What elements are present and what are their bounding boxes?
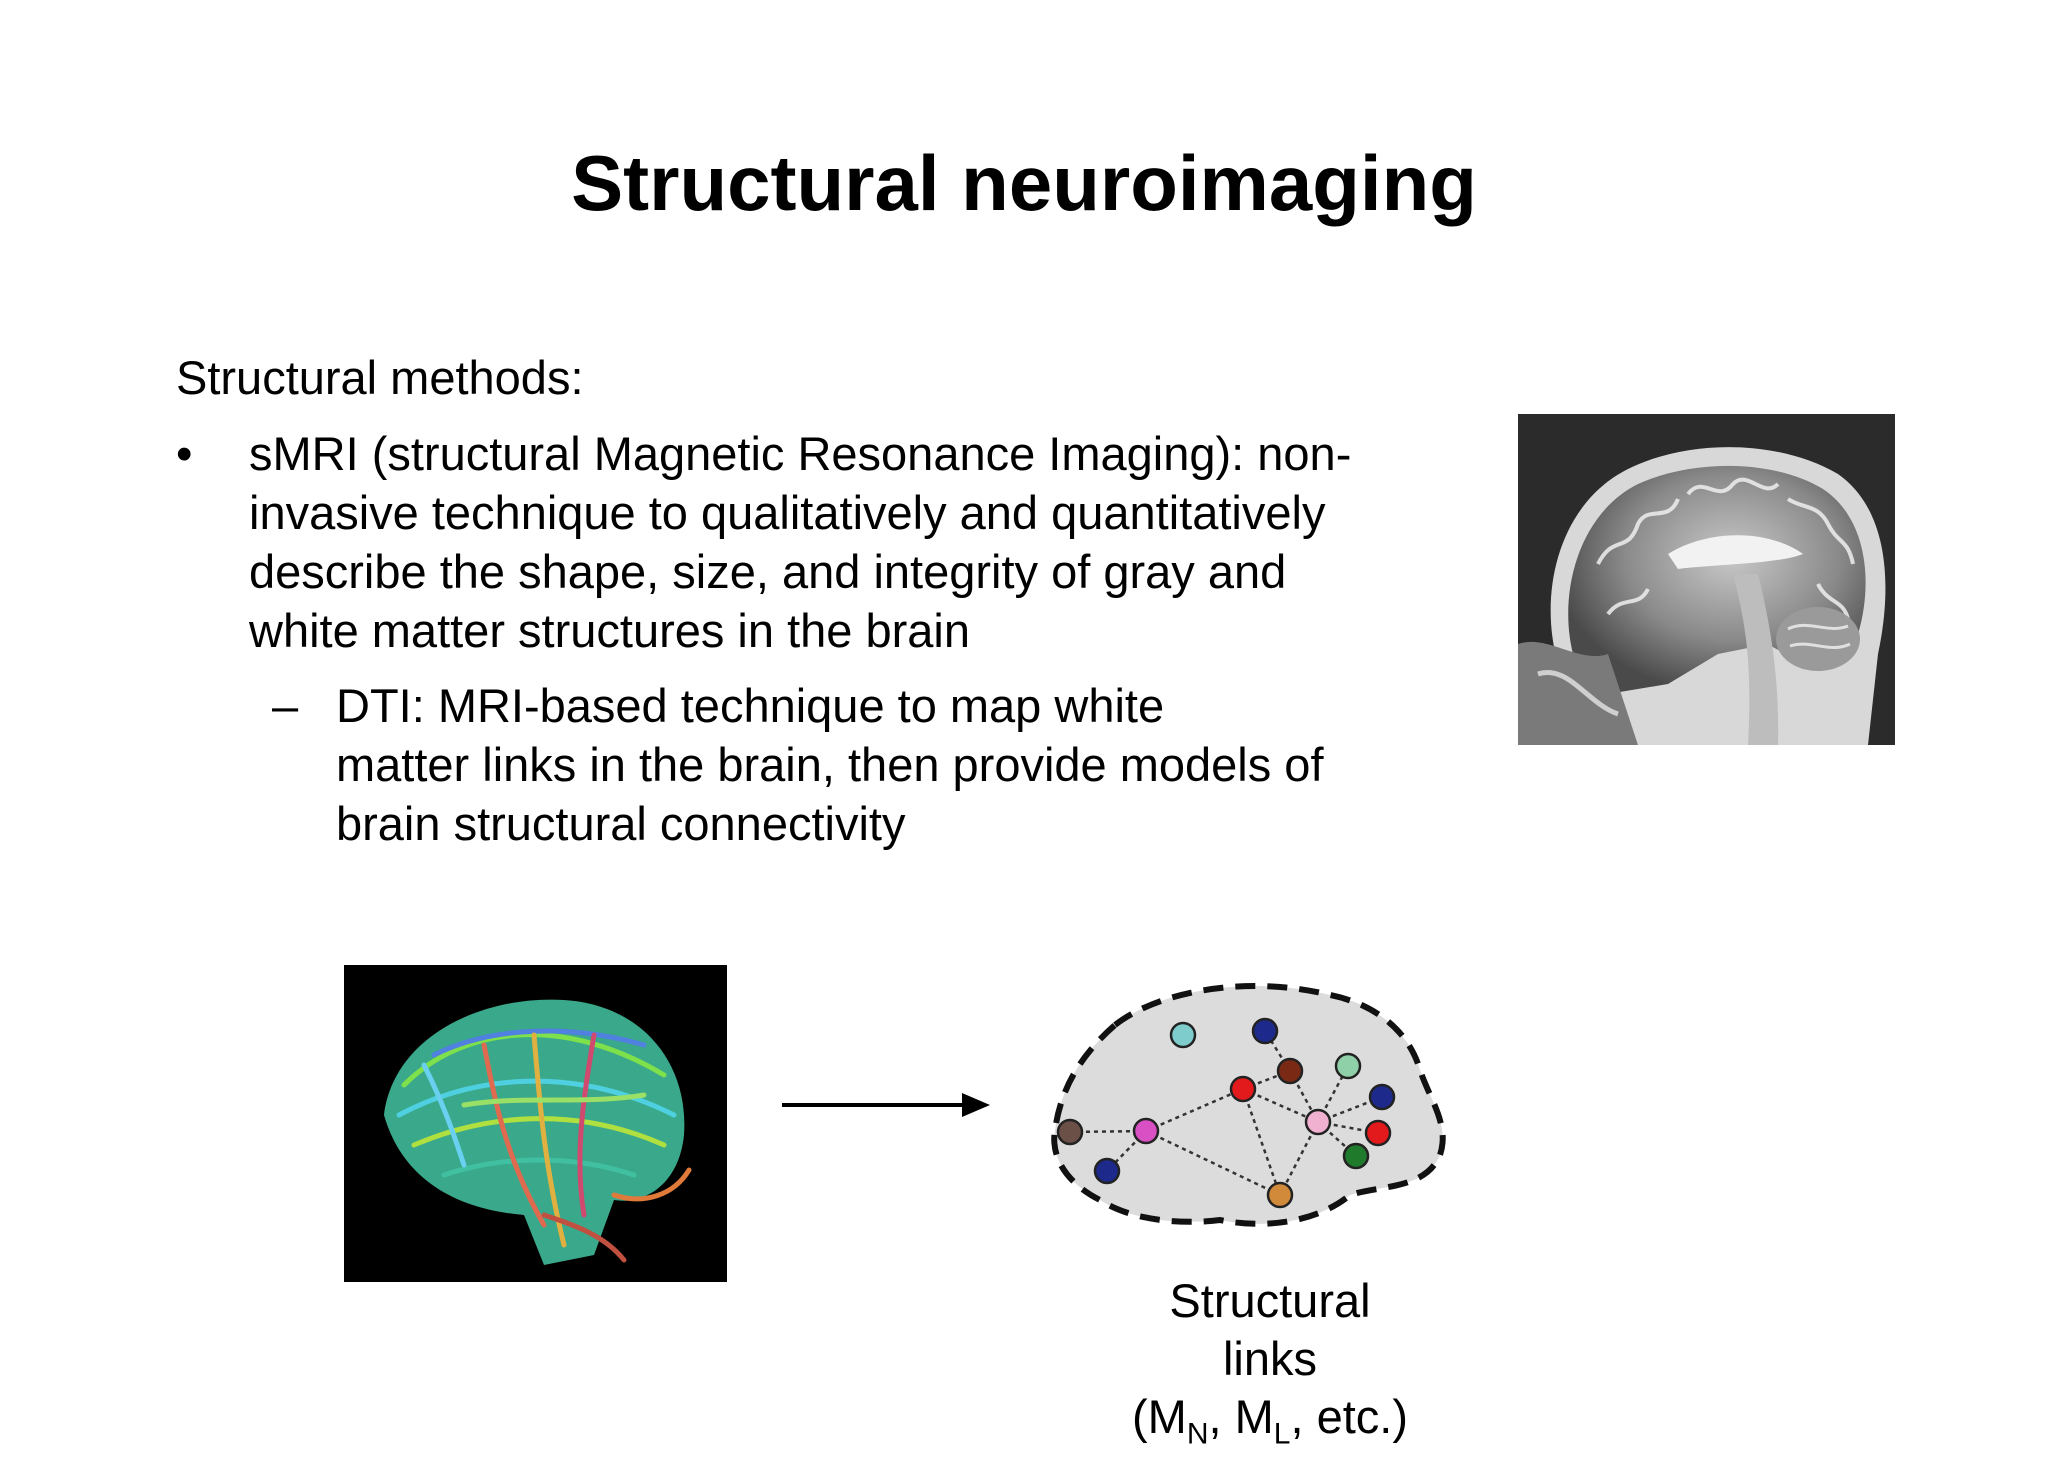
- caption-close: , etc.): [1290, 1390, 1408, 1443]
- bullet-marker: •: [176, 427, 193, 480]
- network-node: [1364, 1119, 1392, 1147]
- caption-open: (M: [1132, 1390, 1187, 1443]
- network-node: [1276, 1057, 1304, 1085]
- sub-bullet-line: brain structural connectivity: [336, 797, 906, 850]
- network-node: [1251, 1017, 1279, 1045]
- sub-bullet-line: matter links in the brain, then provide …: [336, 738, 1324, 791]
- network-node: [1266, 1181, 1294, 1209]
- caption-sub-l: L: [1273, 1417, 1291, 1451]
- structural-network-diagram: [1051, 983, 1446, 1227]
- caption-line-1: Structural: [1169, 1274, 1371, 1327]
- network-node: [1056, 1118, 1084, 1146]
- caption-line-3: (MN, ML, etc.): [1070, 1388, 1470, 1463]
- bullet-line: invasive technique to qualitatively and …: [249, 486, 1326, 539]
- network-node: [1368, 1083, 1396, 1111]
- arrow-icon: [782, 1093, 990, 1117]
- network-node: [1132, 1117, 1160, 1145]
- bullet-line: describe the shape, size, and integrity …: [249, 545, 1287, 598]
- intro-text: Structural methods:: [176, 351, 584, 404]
- bullet-line: white matter structures in the brain: [249, 604, 970, 657]
- network-node: [1342, 1142, 1370, 1170]
- sub-bullet-text: DTI: MRI-based technique to map white ma…: [336, 676, 1446, 853]
- sagittal-mri-image: [1518, 414, 1895, 745]
- caption-comma: , M: [1208, 1390, 1274, 1443]
- network-node: [1304, 1108, 1332, 1136]
- caption-sub-n: N: [1186, 1417, 1209, 1451]
- bullet-line: sMRI (structural Magnetic Resonance Imag…: [249, 427, 1352, 480]
- slide-title: Structural neuroimaging: [571, 139, 1477, 227]
- sub-bullet-marker: –: [272, 679, 299, 732]
- sub-bullet-line: DTI: MRI-based technique to map white: [336, 679, 1165, 732]
- network-node: [1093, 1157, 1121, 1185]
- bullet-text: sMRI (structural Magnetic Resonance Imag…: [249, 424, 1449, 660]
- caption-line-2: links: [1222, 1332, 1318, 1385]
- network-node: [1334, 1052, 1362, 1080]
- network-node: [1229, 1075, 1257, 1103]
- network-node: [1169, 1021, 1197, 1049]
- dti-tractography-image: [344, 965, 727, 1282]
- network-caption: Structural links (MN, ML, etc.): [1070, 1272, 1470, 1463]
